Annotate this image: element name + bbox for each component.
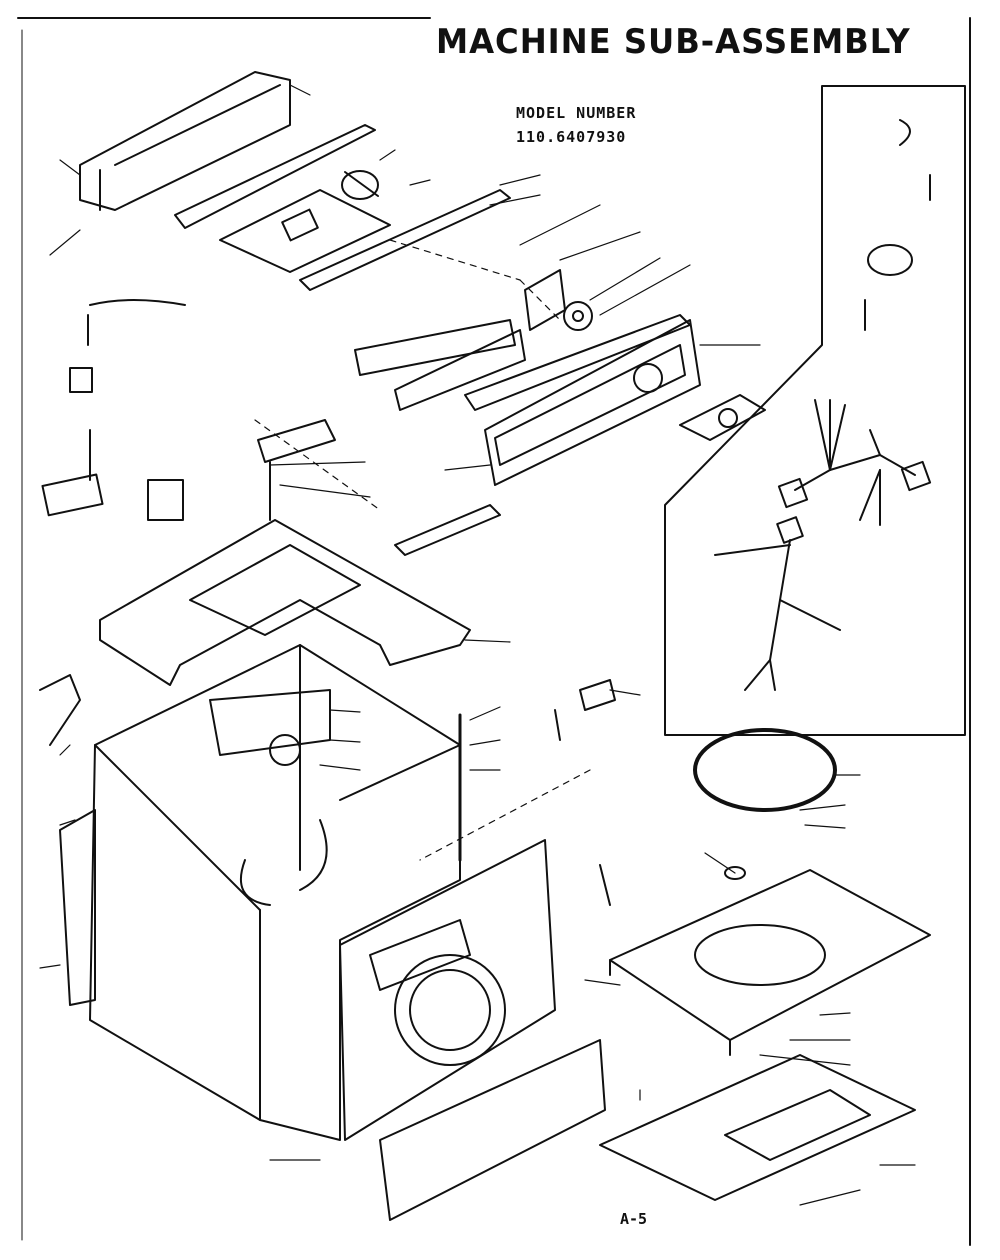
cabinet [89, 644, 461, 1141]
leader-lines [39, 84, 916, 1206]
pulley-bracket [524, 269, 593, 331]
bottom-pan [599, 1054, 916, 1201]
kickplate [379, 1039, 606, 1221]
side-bracket [39, 674, 81, 746]
alignment-lines [254, 239, 591, 861]
gasket-ring [693, 728, 837, 812]
long-rod [299, 189, 511, 291]
top-bracket [79, 71, 291, 211]
console-backsplash [484, 319, 701, 486]
wiring-harness [714, 399, 932, 691]
diagram-title: MACHINE SUB-ASSEMBLY [436, 22, 911, 62]
top-cover [99, 519, 471, 686]
base-frame [609, 869, 931, 1056]
inset-parts [864, 119, 931, 331]
left-small-parts [41, 299, 186, 521]
front-rail [174, 124, 376, 229]
wiring-inset-panel [664, 85, 966, 736]
control-panel [354, 314, 691, 411]
page-border [17, 17, 971, 1246]
knob [679, 394, 766, 441]
switch-plate [219, 189, 391, 273]
page-code: A-5 [620, 1210, 648, 1228]
model-number-value: 110.6407930 [516, 128, 627, 146]
misc-base-parts [458, 679, 746, 906]
front-panel [339, 839, 556, 1141]
lid-switch [257, 419, 336, 521]
hinge-spring [394, 504, 501, 556]
side-panel [59, 809, 96, 1006]
model-number-label: MODEL NUMBER [516, 104, 637, 122]
timer-motor [341, 170, 379, 200]
